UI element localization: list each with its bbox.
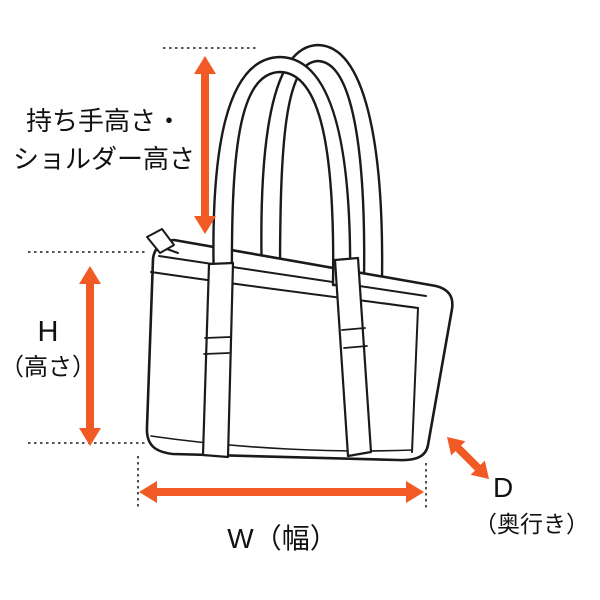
bag-right-strap-keeper	[341, 327, 368, 349]
bag-back-handle	[260, 43, 384, 282]
bag-left-strap	[201, 261, 235, 459]
measurement-arrows	[79, 56, 489, 503]
bag-left-strap-keeper	[203, 336, 231, 355]
height-label-letter: H	[37, 316, 59, 348]
bag-side-crease	[411, 307, 419, 453]
depth-arrow	[447, 437, 489, 479]
bag-front-top-seam	[150, 271, 419, 309]
bag-zipper-pull-link	[166, 248, 179, 254]
bag-right-strap	[333, 256, 373, 458]
height-label: H （高さ）	[0, 314, 96, 383]
width-arrow	[139, 481, 424, 503]
bag-zipper-pull	[146, 228, 175, 254]
height-label-caption: （高さ）	[0, 353, 96, 381]
height-arrow	[79, 266, 101, 446]
bag-illustration	[145, 43, 454, 462]
handle-height-label-line2: ショルダー高さ	[12, 143, 195, 174]
bag-bottom-seam	[150, 435, 413, 452]
bag-zipper-seam	[158, 255, 427, 297]
width-label: W（幅）	[227, 523, 338, 554]
depth-label-letter: D	[493, 472, 514, 503]
handle-height-arrow	[194, 56, 216, 234]
depth-label-caption: （奥行き）	[474, 511, 589, 537]
handle-height-label: 持ち手高さ・ ショルダー高さ	[12, 103, 196, 178]
measurement-guides	[28, 47, 427, 508]
handle-height-label-line1: 持ち手高さ・	[25, 106, 182, 136]
bag-body	[145, 238, 454, 462]
